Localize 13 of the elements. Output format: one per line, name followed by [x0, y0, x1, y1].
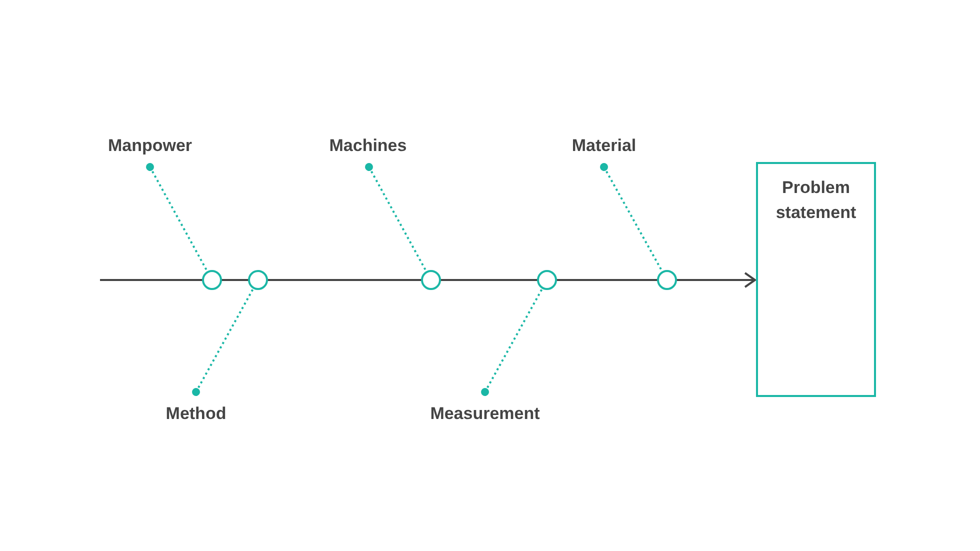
bone-line	[146, 163, 208, 272]
spine-arrow	[100, 272, 756, 288]
category-label: Material	[549, 134, 659, 158]
bone-line	[192, 288, 254, 396]
category-label: Machines	[313, 134, 423, 158]
bone-line	[600, 163, 663, 272]
problem-text: Problem statement	[774, 177, 858, 224]
bone-line	[481, 288, 544, 396]
problem-box	[756, 162, 876, 397]
category-label: Method	[141, 402, 251, 426]
category-label: Measurement	[415, 402, 555, 426]
category-label: Manpower	[95, 134, 205, 158]
bone-line	[365, 163, 428, 272]
